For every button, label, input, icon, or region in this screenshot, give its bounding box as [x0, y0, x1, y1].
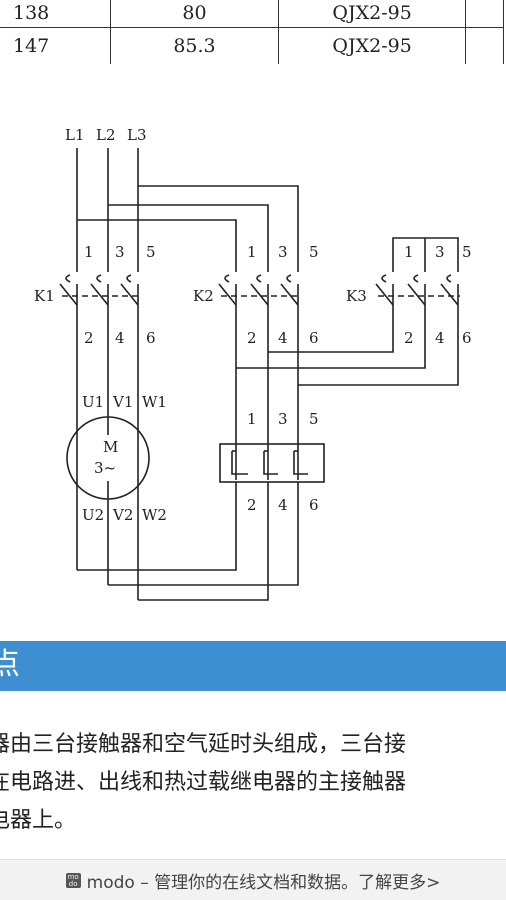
circuit-diagram-svg: L1 L2 L3 K1 K2 K3 1 3 5 2 4 6 1 3 5 2 4 …: [34, 126, 472, 601]
contactor-label-k1: K1: [34, 287, 55, 305]
table-cell: QJX2-95: [277, 0, 467, 28]
terminal-label: 6: [146, 329, 156, 347]
terminal-label: 2: [404, 329, 414, 347]
motor-input-label: U1: [82, 393, 104, 411]
body-line: 在电路进、出线和热过载继电器的主接触器: [0, 770, 407, 795]
table-cell: 80: [110, 0, 279, 28]
table-cell: QJX2-95: [277, 27, 467, 64]
circuit-diagram: L1 L2 L3 K1 K2 K3 1 3 5 2 4 6 1 3 5 2 4 …: [0, 64, 506, 640]
table-cell: [465, 0, 504, 28]
section-header: 点: [0, 641, 506, 691]
terminal-label: 1: [247, 410, 257, 428]
footer-link-text[interactable]: modo – 管理你的在线文档和数据。了解更多>: [86, 872, 441, 893]
table-cell: 138: [0, 0, 112, 28]
spec-table: 138 80 QJX2-95 147 85.3 QJX2-95: [0, 0, 504, 64]
motor-input-label: W1: [142, 393, 167, 411]
terminal-label: 1: [84, 243, 94, 261]
phase-label-l2: L2: [96, 126, 116, 144]
spec-table-strip: 138 80 QJX2-95 147 85.3 QJX2-95: [0, 0, 506, 64]
terminal-label: 3: [278, 243, 288, 261]
motor-output-label: V2: [112, 506, 133, 524]
section-title: 点: [0, 647, 20, 682]
table-cell: [465, 27, 504, 64]
terminal-label: 4: [278, 329, 288, 347]
body-line: 器由三台接触器和空气延时头组成，三台接: [0, 732, 407, 757]
motor-output-label: U2: [82, 506, 104, 524]
table-row: 138 80 QJX2-95: [0, 0, 504, 28]
modo-logo-icon: mo do: [65, 872, 81, 888]
terminal-label: 5: [309, 243, 319, 261]
footer-banner[interactable]: mo do modo – 管理你的在线文档和数据。了解更多>: [0, 859, 506, 900]
table-cell: 147: [0, 27, 112, 64]
terminal-label: 1: [247, 243, 257, 261]
phase-label-l1: L1: [65, 126, 85, 144]
terminal-label: 2: [84, 329, 94, 347]
table-row: 147 85.3 QJX2-95: [0, 27, 504, 64]
terminal-label: 3: [278, 410, 288, 428]
terminal-label: 5: [146, 243, 156, 261]
terminal-label: 2: [247, 329, 257, 347]
terminal-label: 3: [435, 243, 445, 261]
terminal-label: 6: [309, 329, 319, 347]
terminal-label: 5: [462, 243, 472, 261]
motor-sub-label: 3~: [94, 459, 116, 477]
terminal-label: 1: [404, 243, 414, 261]
terminal-label: 2: [247, 496, 257, 514]
motor-label: M: [103, 438, 118, 456]
contactor-label-k3: K3: [346, 287, 367, 305]
contactor-label-k2: K2: [193, 287, 214, 305]
terminal-label: 3: [115, 243, 125, 261]
terminal-label: 4: [278, 496, 288, 514]
phase-label-l3: L3: [127, 126, 147, 144]
body-line: 电器上。: [0, 808, 77, 833]
terminal-label: 6: [462, 329, 472, 347]
terminal-label: 6: [309, 496, 319, 514]
table-cell: 85.3: [110, 27, 279, 64]
motor-output-label: W2: [142, 506, 167, 524]
motor-input-label: V1: [112, 393, 133, 411]
terminal-label: 4: [435, 329, 445, 347]
terminal-label: 4: [115, 329, 125, 347]
terminal-label: 5: [309, 410, 319, 428]
body-paragraph: 器由三台接触器和空气延时头组成，三台接 在电路进、出线和热过载继电器的主接触器 …: [0, 726, 506, 840]
